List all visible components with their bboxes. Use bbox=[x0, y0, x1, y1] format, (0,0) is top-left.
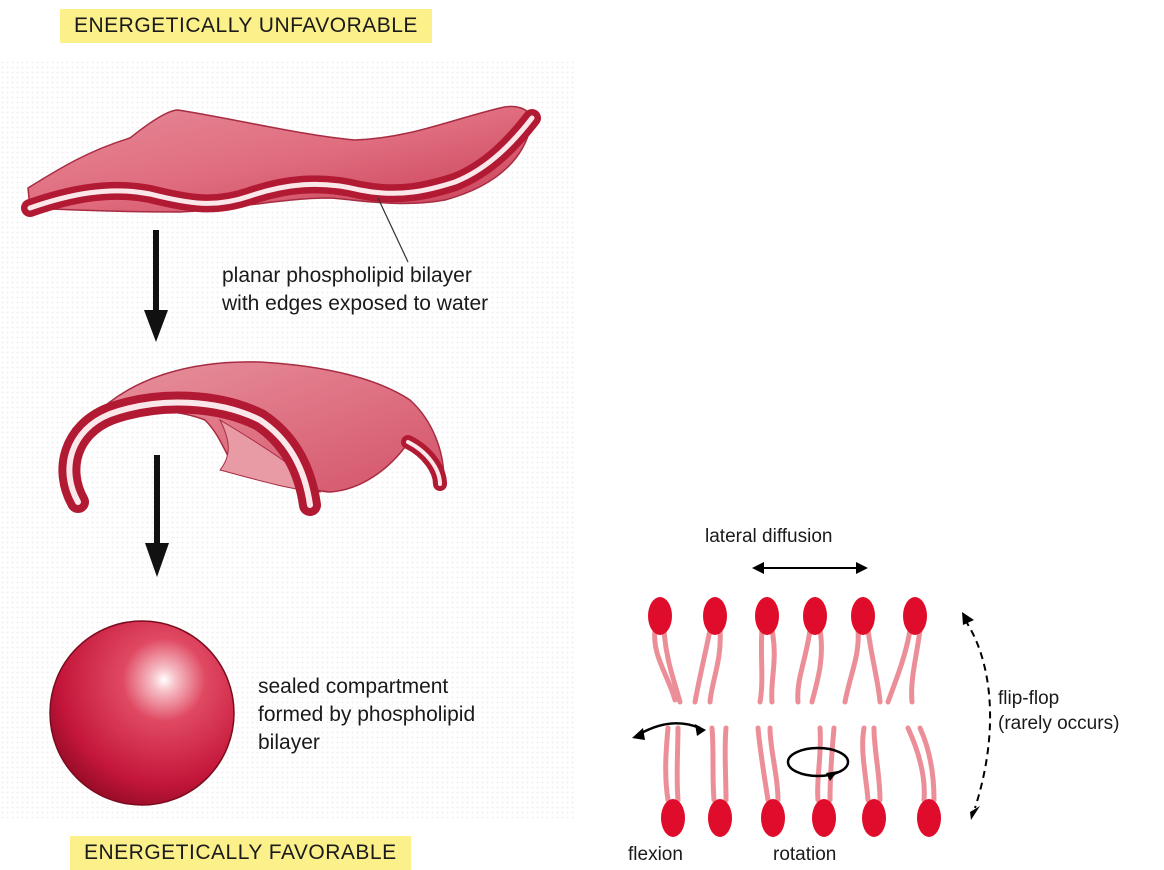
down-arrow-2 bbox=[145, 455, 169, 577]
flip-flop-line1: flip-flop bbox=[998, 686, 1119, 711]
lipid-tails bbox=[655, 630, 934, 800]
down-arrow-1 bbox=[144, 230, 168, 342]
lateral-diffusion-arrow bbox=[752, 562, 868, 574]
planar-bilayer-sheet bbox=[28, 106, 532, 262]
lipid-heads-top bbox=[648, 597, 927, 635]
flexion-label: flexion bbox=[628, 844, 683, 866]
flip-flop-label: flip-flop (rarely occurs) bbox=[998, 686, 1119, 736]
rotation-label: rotation bbox=[773, 844, 836, 866]
leader-line bbox=[378, 198, 408, 262]
flip-flop-line2: (rarely occurs) bbox=[998, 711, 1119, 736]
flip-flop-arrow bbox=[965, 620, 990, 808]
banner-favorable: ENERGETICALLY FAVORABLE bbox=[70, 836, 411, 870]
sealed-sphere bbox=[50, 621, 234, 805]
lipid-bilayer-schematic bbox=[632, 562, 990, 837]
sealed-label-line2: formed by phospholipid bbox=[258, 701, 475, 729]
lateral-diffusion-label: lateral diffusion bbox=[705, 526, 832, 548]
sealed-compartment-label: sealed compartment formed by phospholipi… bbox=[258, 673, 475, 757]
lipid-heads-bottom bbox=[661, 799, 941, 837]
sealed-label-line3: bilayer bbox=[258, 729, 475, 757]
curving-bilayer bbox=[69, 362, 444, 505]
planar-label-line2: with edges exposed to water bbox=[222, 290, 488, 318]
sealed-label-line1: sealed compartment bbox=[258, 673, 475, 701]
planar-bilayer-label: planar phospholipid bilayer with edges e… bbox=[222, 262, 488, 318]
planar-label-line1: planar phospholipid bilayer bbox=[222, 262, 488, 290]
